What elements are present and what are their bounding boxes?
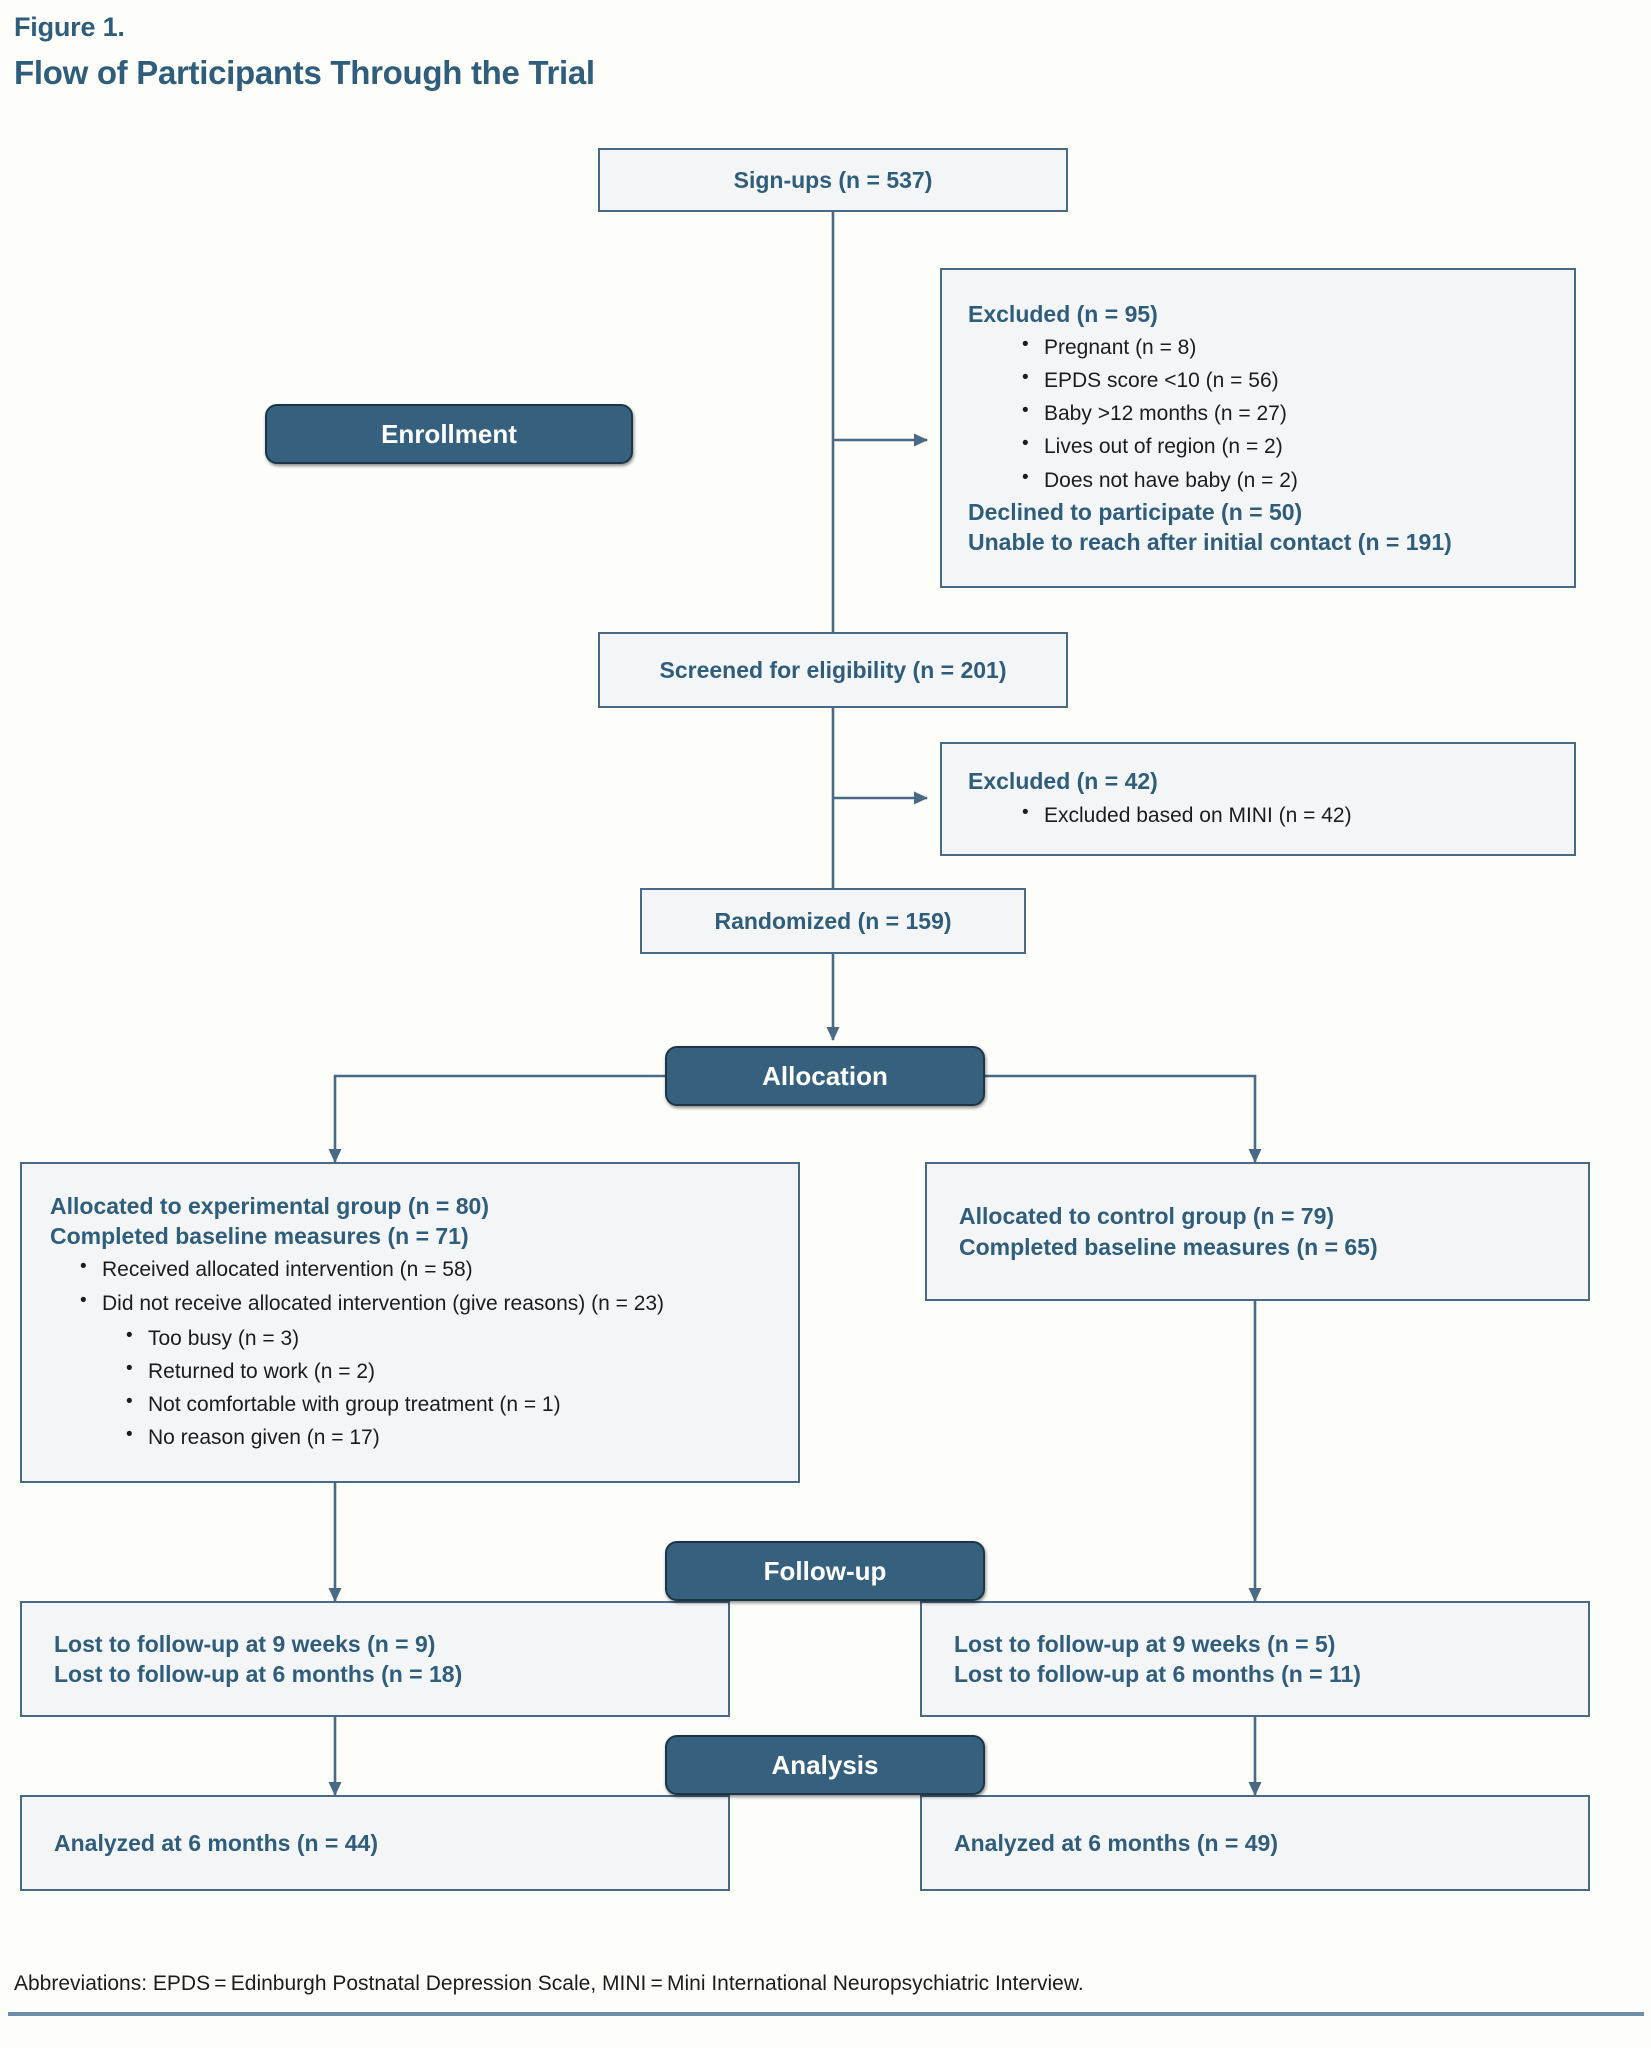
node-excluded-1-line2: Declined to participate (n = 50) [968,498,1303,525]
node-analyzed-experimental: Analyzed at 6 months (n = 44) [20,1795,730,1891]
node-lost-followup-control-line1: Lost to follow-up at 9 weeks (n = 5) [954,1630,1336,1657]
list-item: Too busy (n = 3) [118,1321,782,1355]
node-excluded-1: Excluded (n = 95) Pregnant (n = 8) EPDS … [940,268,1576,588]
node-analyzed-experimental-line1: Analyzed at 6 months (n = 44) [54,1829,378,1856]
list-item: Pregnant (n = 8) [1014,330,1558,364]
node-analyzed-control-line1: Analyzed at 6 months (n = 49) [954,1829,1278,1856]
figure-label: Figure 1. [14,12,125,42]
node-allocated-experimental-line1: Allocated to experimental group (n = 80) [50,1192,489,1219]
list-item: Does not have baby (n = 2) [1014,463,1558,497]
stage-enrollment: Enrollment [265,404,633,464]
list-item: Baby >12 months (n = 27) [1014,396,1558,430]
stage-analysis-label: Analysis [771,1749,879,1780]
list-item: Did not receive allocated intervention (… [72,1286,782,1320]
node-lost-followup-experimental: Lost to follow-up at 9 weeks (n = 9) Los… [20,1601,730,1717]
node-lost-followup-control: Lost to follow-up at 9 weeks (n = 5) Los… [920,1601,1590,1717]
node-excluded-2-bullets: Excluded based on MINI (n = 42) [1014,798,1558,832]
node-allocated-control-line1: Allocated to control group (n = 79) [959,1203,1335,1230]
node-signups: Sign-ups (n = 537) [598,148,1068,212]
stage-allocation-label: Allocation [762,1060,888,1091]
node-screened-line1: Screened for eligibility (n = 201) [659,656,1007,683]
node-signups-line1: Sign-ups (n = 537) [733,166,933,193]
node-analyzed-control: Analyzed at 6 months (n = 49) [920,1795,1590,1891]
node-allocated-experimental-bullets: Received allocated intervention (n = 58)… [72,1252,782,1320]
node-allocated-experimental-subbullets: Too busy (n = 3) Returned to work (n = 2… [118,1321,782,1455]
node-lost-followup-control-line2: Lost to follow-up at 6 months (n = 11) [954,1661,1361,1687]
list-item: EPDS score <10 (n = 56) [1014,363,1558,397]
stage-followup: Follow-up [665,1541,985,1601]
node-allocated-control-line2: Completed baseline measures (n = 65) [959,1233,1378,1260]
footer-divider [8,2012,1644,2016]
page-title: Flow of Participants Through the Trial [14,54,595,91]
node-allocated-experimental: Allocated to experimental group (n = 80)… [20,1162,800,1483]
stage-enrollment-label: Enrollment [381,418,517,449]
node-allocated-control: Allocated to control group (n = 79) Comp… [925,1162,1590,1301]
node-lost-followup-experimental-line2: Lost to follow-up at 6 months (n = 18) [54,1661,463,1687]
node-randomized-line1: Randomized (n = 159) [714,907,952,934]
node-excluded-2-line1: Excluded (n = 42) [968,768,1158,795]
node-excluded-1-bullets: Pregnant (n = 8) EPDS score <10 (n = 56)… [1014,330,1558,497]
abbreviations-footnote: Abbreviations: EPDS = Edinburgh Postnata… [14,1972,1084,1995]
node-randomized: Randomized (n = 159) [640,888,1026,954]
list-item: Lives out of region (n = 2) [1014,429,1558,463]
node-excluded-1-line1: Excluded (n = 95) [968,300,1158,327]
node-allocated-experimental-line2: Completed baseline measures (n = 71) [50,1222,469,1249]
list-item: Excluded based on MINI (n = 42) [1014,798,1558,832]
stage-allocation: Allocation [665,1046,985,1106]
list-item: Not comfortable with group treatment (n … [118,1387,782,1421]
stage-followup-label: Follow-up [763,1555,887,1586]
stage-analysis: Analysis [665,1735,985,1795]
list-item: Received allocated intervention (n = 58) [72,1252,782,1286]
node-screened: Screened for eligibility (n = 201) [598,632,1068,708]
node-excluded-2: Excluded (n = 42) Excluded based on MINI… [940,742,1576,856]
node-lost-followup-experimental-line1: Lost to follow-up at 9 weeks (n = 9) [54,1630,436,1657]
list-item: No reason given (n = 17) [118,1420,782,1454]
list-item: Returned to work (n = 2) [118,1354,782,1388]
node-excluded-1-line3: Unable to reach after initial contact (n… [968,529,1452,556]
